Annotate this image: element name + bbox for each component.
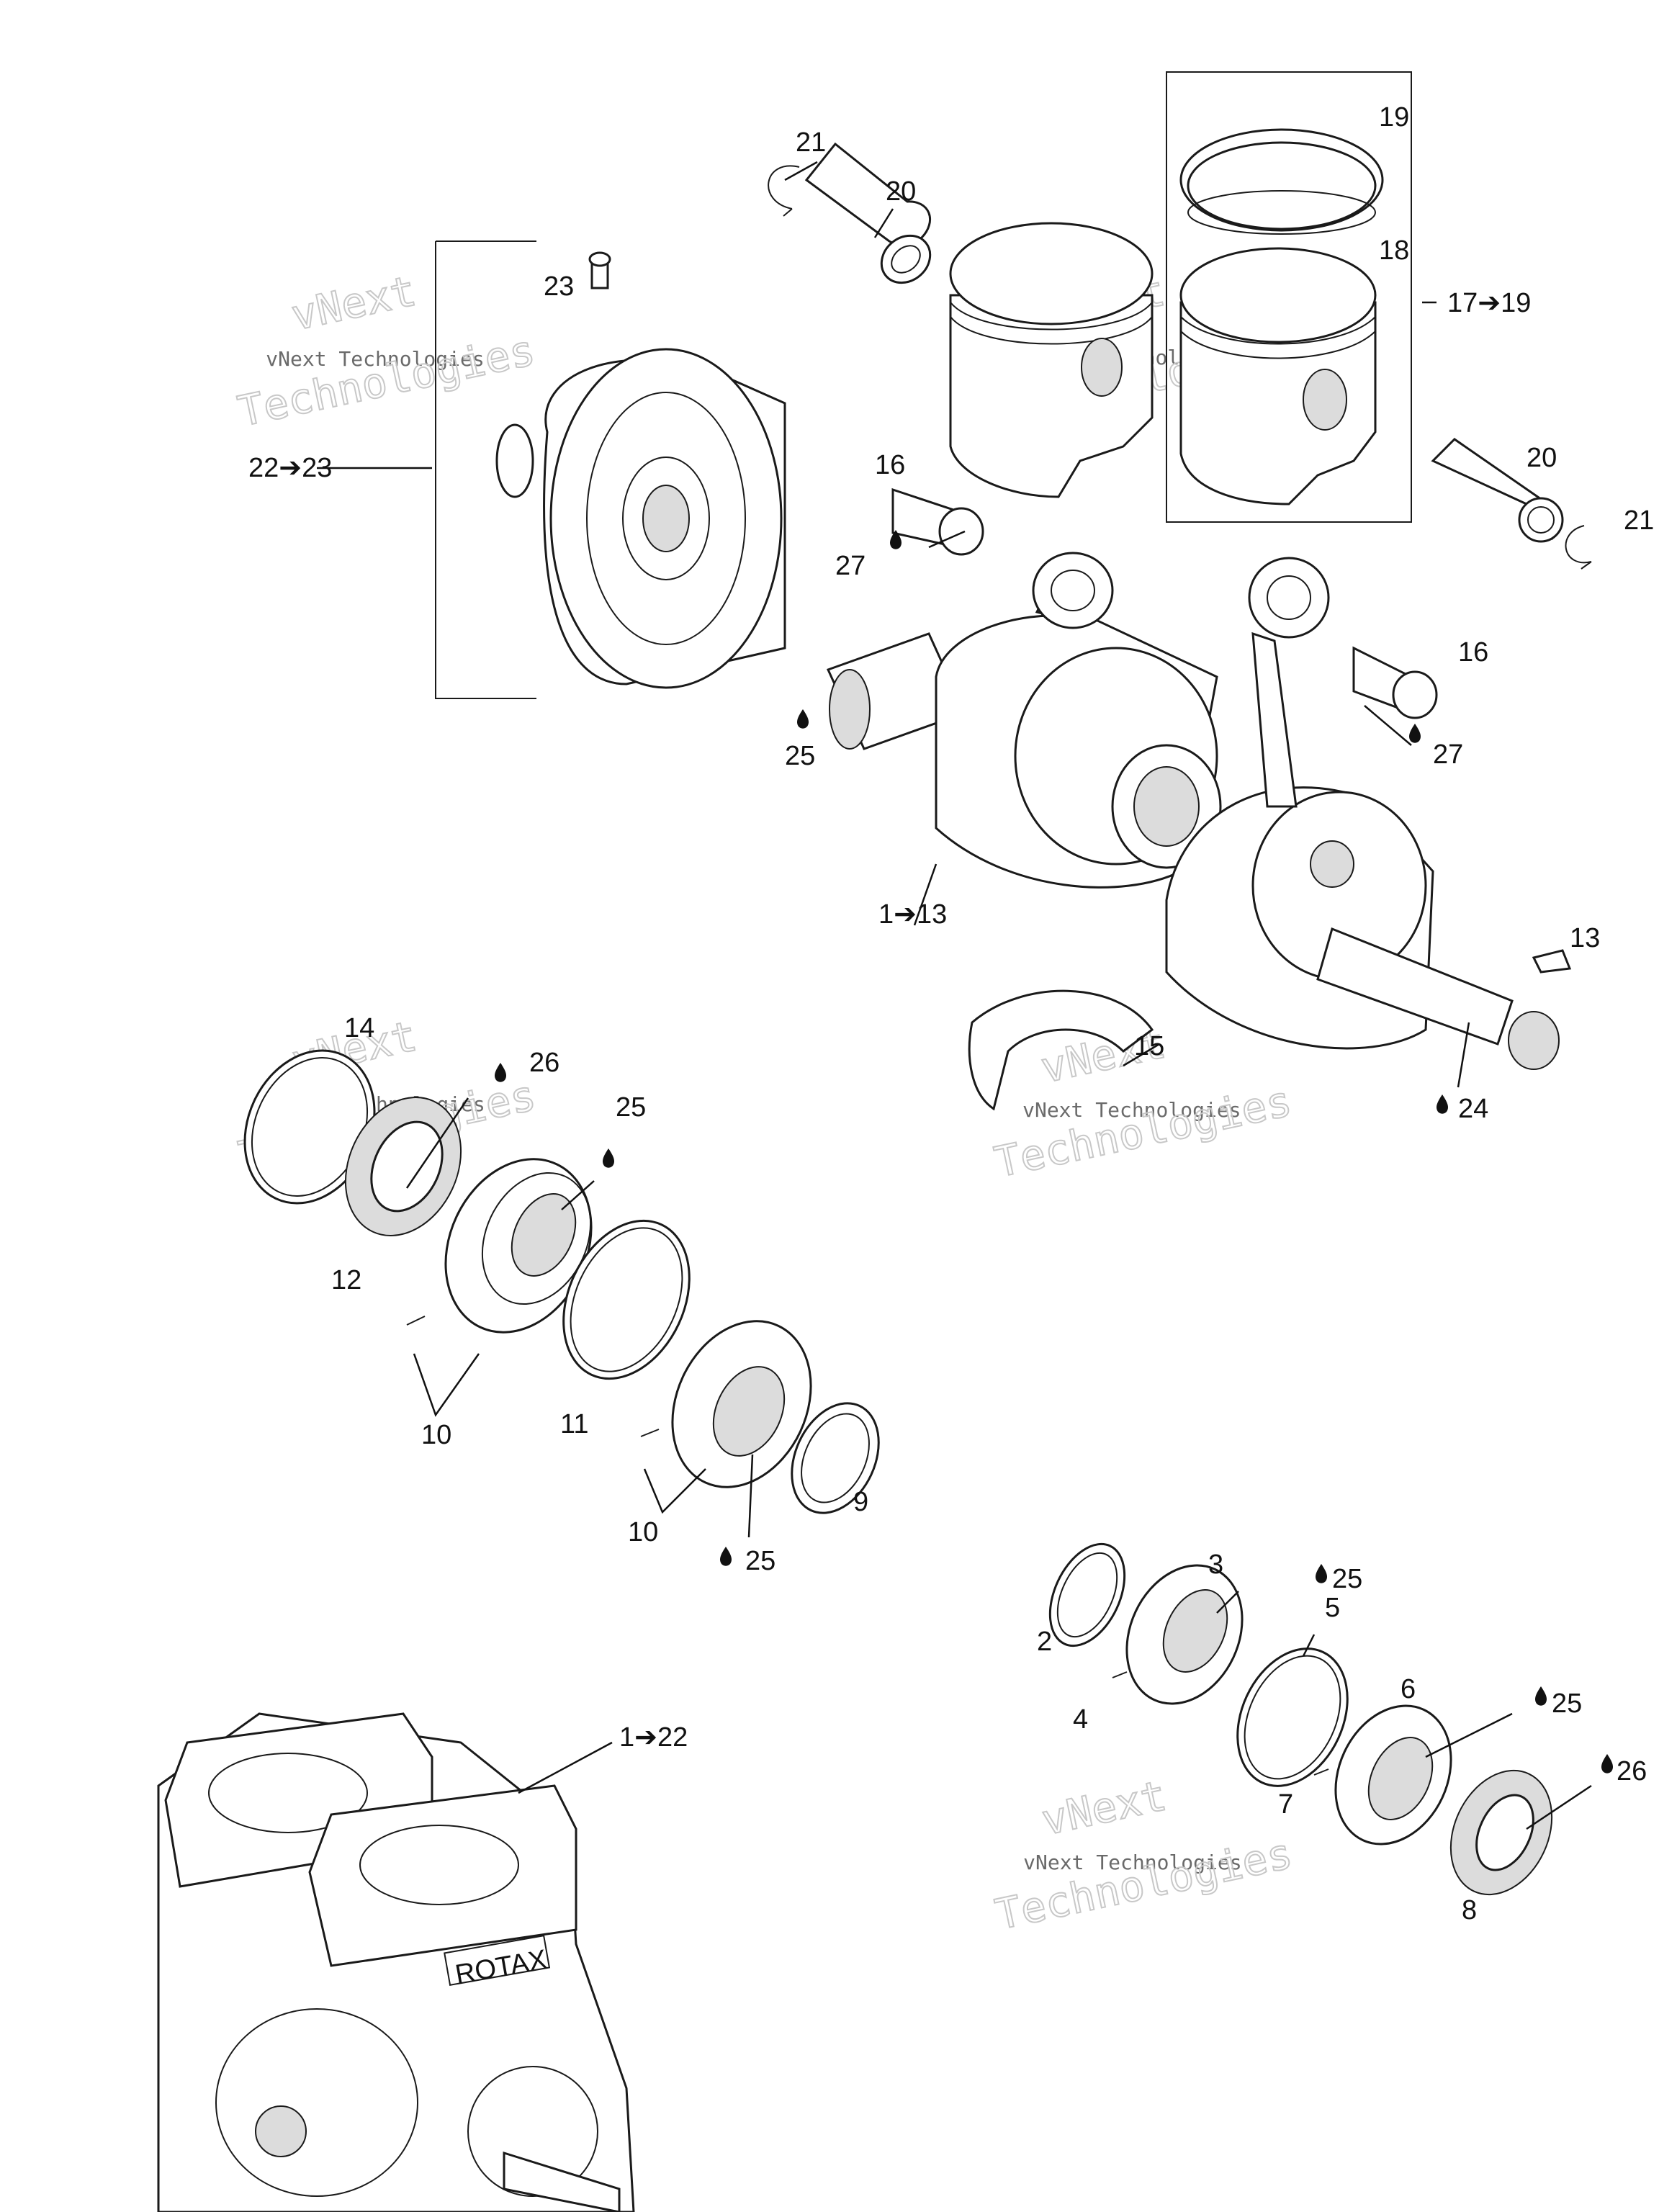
oil-drop-icon — [797, 709, 809, 729]
callout-7: 7 — [1278, 1789, 1293, 1820]
watermark-top-left: vNext vNext Technologies Technologies — [233, 266, 540, 437]
oil-drop-icon — [1409, 724, 1421, 743]
callout-10-upper: 10 — [421, 1420, 451, 1450]
callout-20-left: 20 — [886, 176, 916, 207]
o-ring-5 — [1236, 1647, 1349, 1787]
callout-27-right: 27 — [1433, 739, 1463, 770]
piston-left — [949, 222, 1154, 498]
callout-9: 9 — [853, 1487, 868, 1517]
callout-3: 3 — [1208, 1550, 1223, 1580]
callout-21-right: 21 — [1624, 505, 1654, 536]
needle-bearing-16-left — [891, 487, 984, 556]
oil-drop-icon — [1601, 1754, 1613, 1773]
piston-18 — [1179, 247, 1377, 505]
ball-bearing-left — [444, 1158, 593, 1334]
flywheel-22 — [435, 240, 786, 699]
ring-2 — [1048, 1542, 1126, 1647]
oil-drop-icon — [1437, 1094, 1448, 1114]
callout-26-right: 26 — [1617, 1756, 1647, 1786]
bearing-with-seal — [671, 1320, 812, 1488]
grease-fitting-23 — [588, 251, 611, 289]
callout-26-left: 26 — [529, 1048, 559, 1078]
callout-12: 12 — [331, 1265, 361, 1295]
callout-1-13: 1➔13 — [878, 899, 947, 930]
callout-23: 23 — [544, 271, 574, 302]
ring-9 — [791, 1402, 880, 1514]
leader-lines — [317, 161, 1592, 1830]
svg-text:Technologies: Technologies — [991, 1076, 1296, 1187]
oil-drop-icons — [495, 530, 1613, 1773]
svg-text:vNext: vNext — [1038, 1771, 1171, 1845]
woodruff-key-13 — [1532, 949, 1572, 974]
callout-8: 8 — [1462, 1895, 1477, 1925]
callout-4: 4 — [1073, 1704, 1088, 1735]
callout-14: 14 — [344, 1013, 374, 1043]
callout-2: 2 — [1037, 1627, 1052, 1657]
callout-25-right-a: 25 — [1332, 1564, 1362, 1594]
oil-seal-12 — [344, 1096, 462, 1237]
callout-15: 15 — [1134, 1031, 1164, 1061]
callout-labels: 21 20 19 18 17➔19 20 21 23 22➔23 16 27 1… — [248, 102, 1654, 1925]
bearing-6 — [1334, 1704, 1452, 1845]
oil-seal-8 — [1449, 1769, 1553, 1896]
wrist-pin-20-left — [804, 142, 932, 284]
callout-27-left: 27 — [835, 551, 866, 581]
watermark-bottom-right: vNext vNext Technologies Technologies — [991, 1770, 1298, 1940]
circlip-21-left — [768, 165, 800, 217]
callout-16-right: 16 — [1458, 637, 1488, 667]
dowel-pins-4-7 — [1112, 1671, 1329, 1776]
callout-16-left: 16 — [875, 450, 905, 480]
wrist-pin-20-right — [1431, 438, 1564, 543]
needle-bearing-16-right — [1352, 646, 1438, 719]
piston-kit-box — [1166, 71, 1412, 523]
oil-drop-icon — [603, 1148, 614, 1168]
callout-20-right: 20 — [1527, 443, 1557, 473]
crankshaft-assembly — [826, 552, 1560, 1070]
callout-13: 13 — [1570, 923, 1600, 953]
distance-ring-15 — [968, 989, 1154, 1111]
callout-21-left: 21 — [796, 127, 826, 158]
svg-text:vNext Technologies: vNext Technologies — [1022, 1098, 1241, 1122]
svg-text:vNext Technologies: vNext Technologies — [1023, 1851, 1241, 1874]
callout-25-crank: 25 — [785, 741, 815, 771]
callout-18: 18 — [1379, 235, 1409, 266]
svg-text:vNext: vNext — [287, 266, 421, 341]
svg-text:Technologies: Technologies — [234, 325, 539, 436]
oil-drop-icon — [720, 1547, 732, 1566]
callout-25-right-b: 25 — [1552, 1689, 1582, 1719]
engine-block: ROTAX — [157, 1712, 635, 2212]
oil-drop-icon — [1316, 1564, 1327, 1583]
o-ring-11 — [562, 1219, 691, 1380]
callout-1-22: 1➔22 — [619, 1722, 688, 1753]
svg-text:vNext Technologies: vNext Technologies — [266, 347, 484, 371]
callout-17-19: 17➔19 — [1447, 288, 1531, 318]
callout-11: 11 — [560, 1409, 588, 1439]
oil-drop-icon — [1535, 1686, 1547, 1706]
circlip-21-right — [1565, 525, 1592, 570]
callout-6: 6 — [1401, 1674, 1416, 1704]
oil-drop-icon — [495, 1063, 506, 1082]
callout-19: 19 — [1379, 102, 1409, 132]
piston-ring-19 — [1179, 128, 1384, 235]
callout-5: 5 — [1325, 1593, 1340, 1623]
oil-drop-icon — [890, 530, 902, 549]
dowel-pins-10 — [406, 1316, 660, 1437]
svg-text:Technologies: Technologies — [992, 1829, 1297, 1940]
callout-25-left: 25 — [616, 1092, 646, 1123]
ball-bearing-3 — [1125, 1564, 1244, 1705]
callout-22-23: 22➔23 — [248, 453, 332, 483]
callout-10-lower: 10 — [628, 1517, 658, 1547]
callout-25-lower: 25 — [745, 1546, 775, 1576]
callout-24: 24 — [1458, 1094, 1488, 1124]
